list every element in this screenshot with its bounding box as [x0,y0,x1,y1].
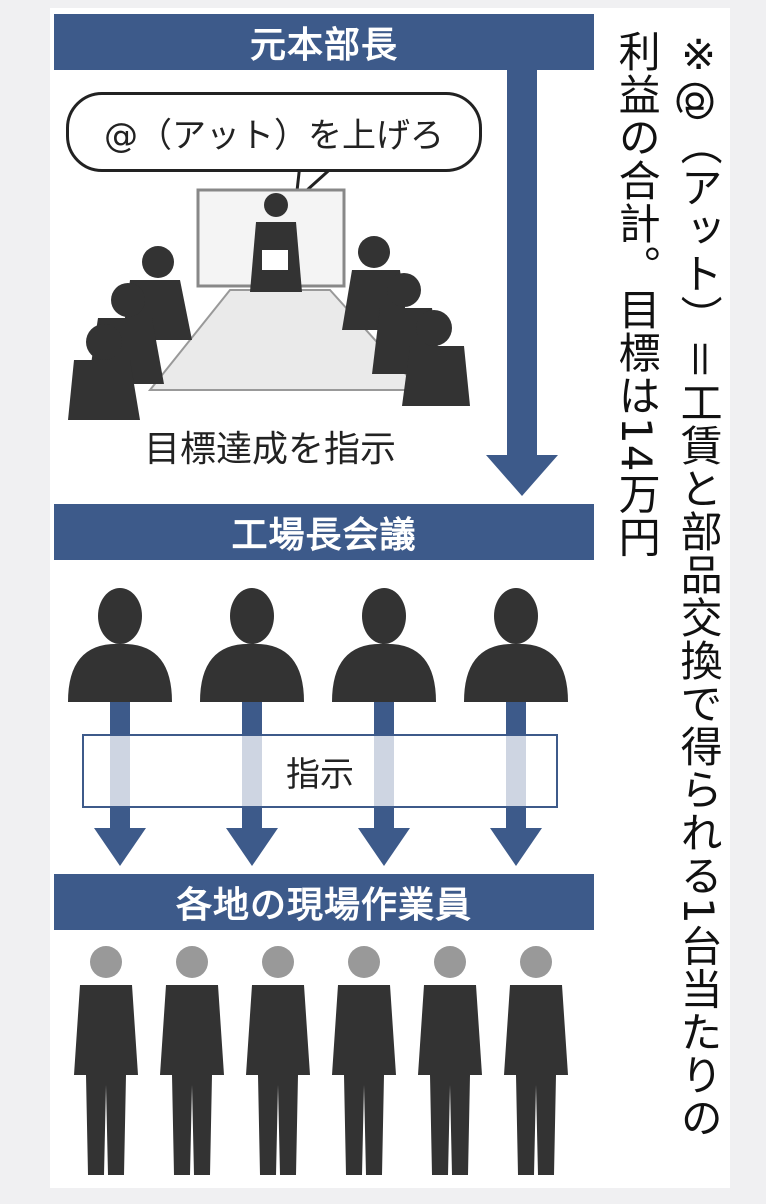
caption-goal-instruction: 目標達成を指示 [143,429,396,470]
manager-silhouette [200,588,304,702]
presenter-silhouette [250,193,302,292]
speech-bubble: @（アット）を上げろ [66,92,482,172]
side-note-line-2: 利益の合計。目標は14万円 [612,30,662,559]
site-workers [74,946,568,1175]
banner-site-workers: 各地の現場作業員 [54,874,594,930]
factory-managers [68,588,568,702]
banner-factory-managers-meeting: 工場長会議 [54,504,594,560]
instruction-label: 指示 [82,734,558,808]
side-note-line-1: ※@（アット）＝工賃と部品交換で得られる1台当たりの [674,30,724,1140]
manager-silhouette [464,588,568,702]
worker-silhouette [504,946,568,1175]
manager-silhouette [332,588,436,702]
worker-silhouette [332,946,396,1175]
left-attendees [68,246,192,420]
manager-silhouette [68,588,172,702]
meeting-scene [68,162,470,420]
main-flow-arrow [486,70,558,496]
worker-silhouette [246,946,310,1175]
banner-head-office: 元本部長 [54,14,594,70]
worker-silhouette [74,946,138,1175]
right-attendees [342,236,470,406]
worker-silhouette [418,946,482,1175]
worker-silhouette [160,946,224,1175]
